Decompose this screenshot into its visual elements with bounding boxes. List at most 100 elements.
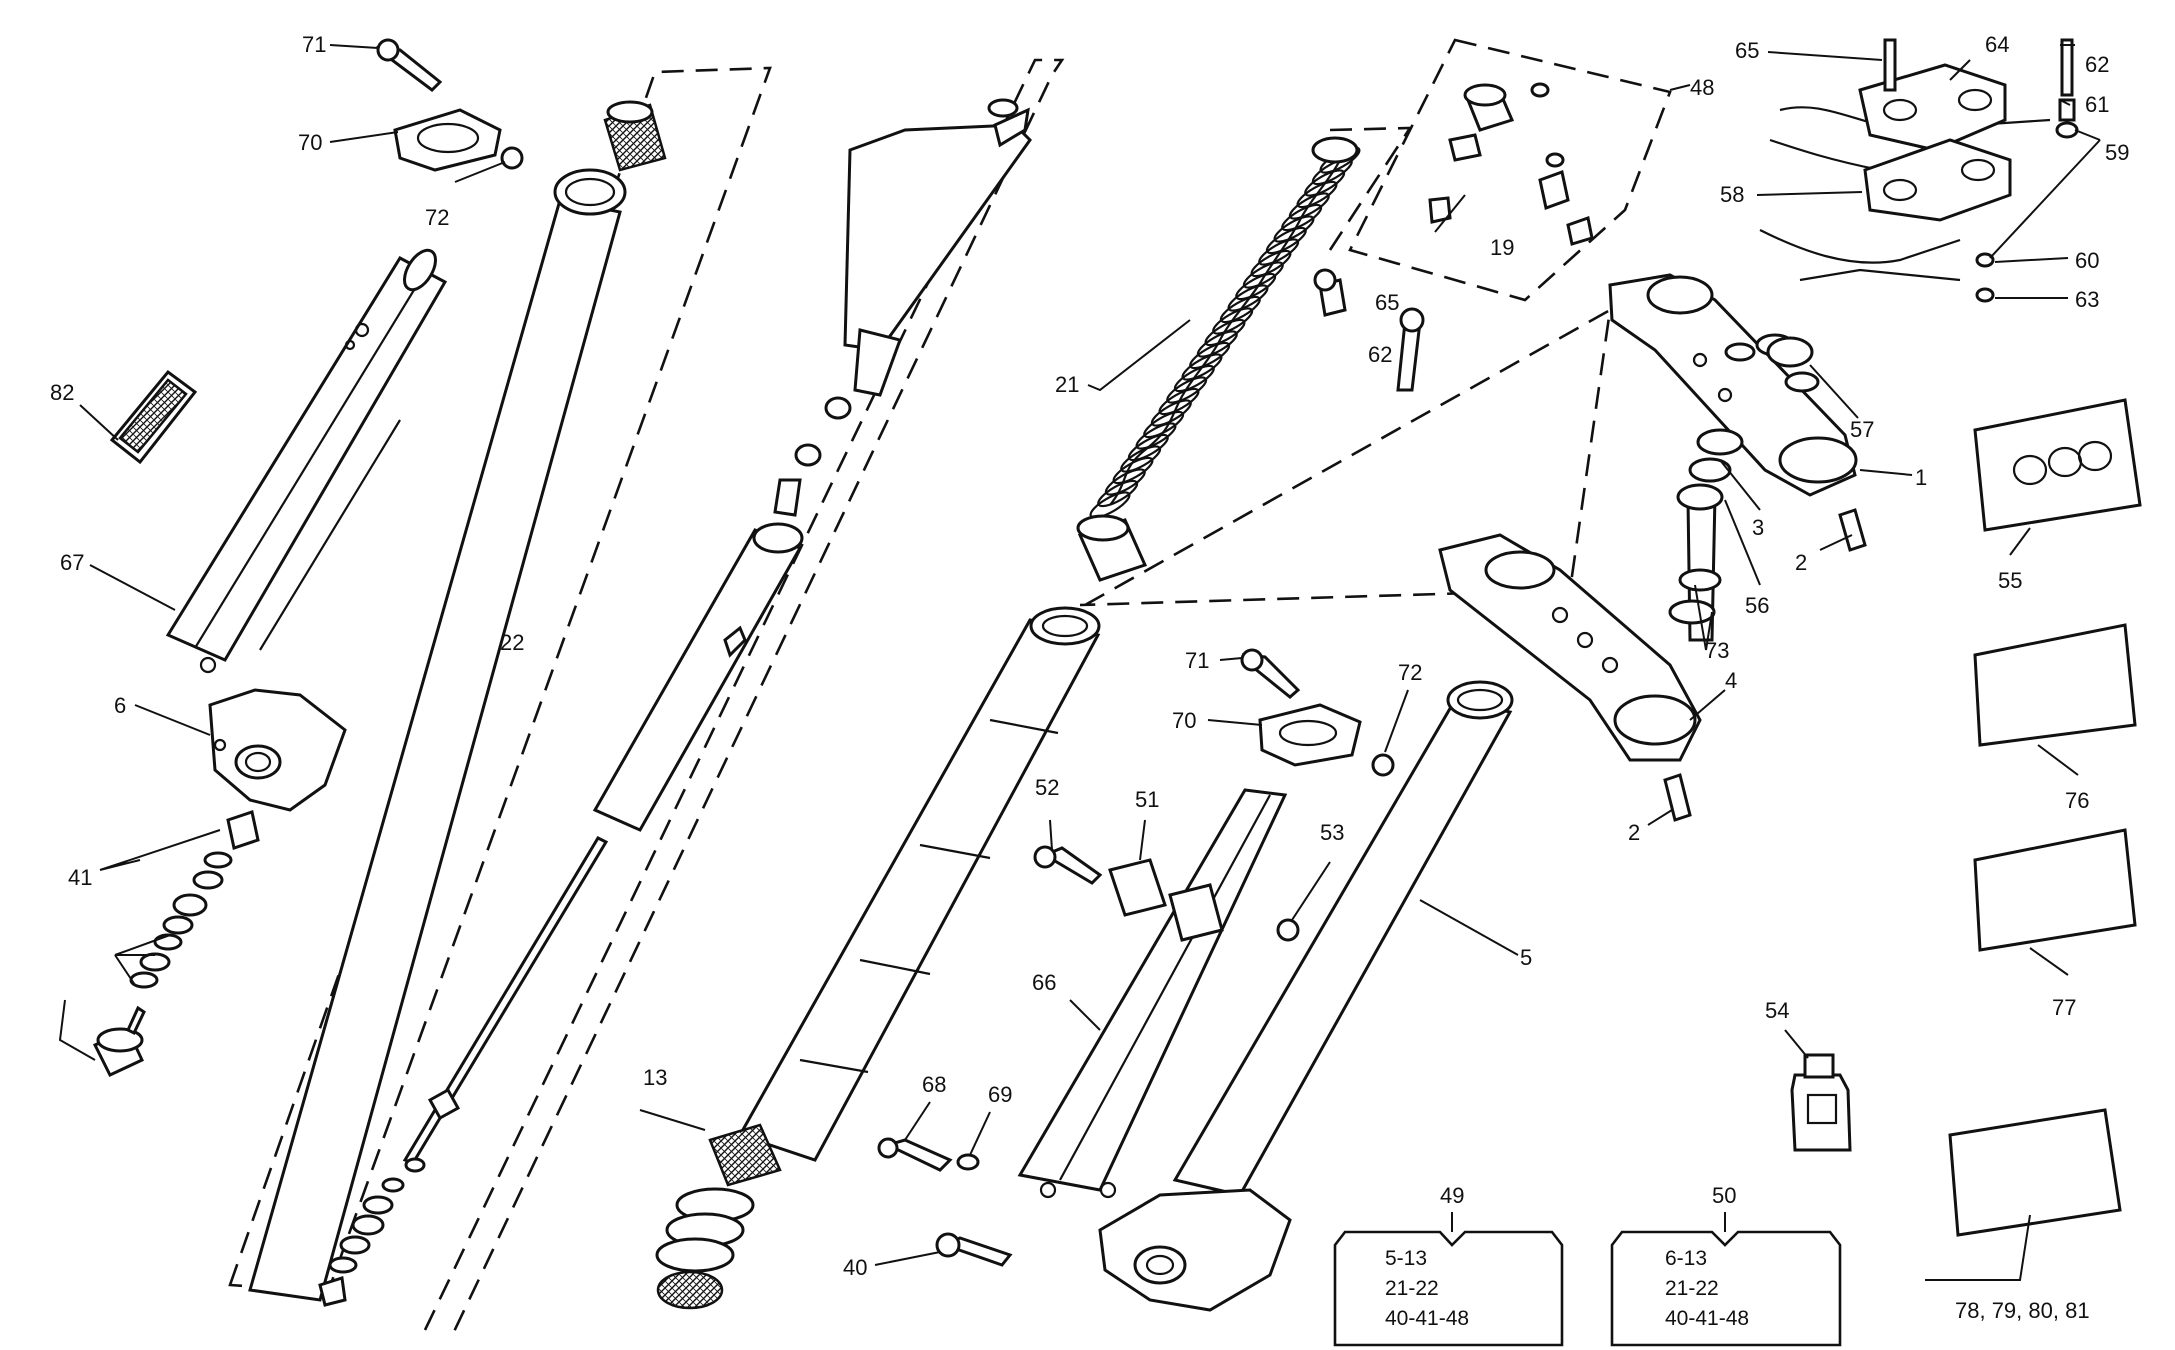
label-54: 54	[1765, 998, 1789, 1023]
label-63: 63	[2075, 287, 2099, 312]
kit-box-50: 50 6-13 21-22 40-41-48	[1610, 1183, 1842, 1347]
bearing-57	[1766, 336, 1814, 368]
handlebar-inset-58-64	[1759, 38, 2079, 303]
label-56: 56	[1745, 593, 1769, 618]
fork-clamp-70-upper	[393, 108, 502, 172]
steering-stem	[1668, 428, 1744, 642]
label-53: 53	[1320, 820, 1344, 845]
kit-50-line-3: 40-41-48	[1665, 1307, 1749, 1330]
clamp-bolt-71-upper	[375, 38, 443, 92]
label-62-mid: 62	[1368, 342, 1392, 367]
valve-parts-41	[92, 810, 260, 1077]
decal-sheet-76	[1973, 623, 2137, 747]
label-69: 69	[988, 1082, 1012, 1107]
fork-stanchion-tube	[248, 168, 627, 1302]
nut-72-lower	[1371, 753, 1395, 777]
label-4: 4	[1725, 668, 1737, 693]
label-51: 51	[1135, 787, 1159, 812]
dashed-group-outline-48	[1348, 38, 1672, 302]
fork-seals-13	[655, 1123, 782, 1310]
decal-sheet-55	[1973, 398, 2142, 532]
label-76: 76	[2065, 788, 2089, 813]
kit-box-49: 49 5-13 21-22 40-41-48	[1333, 1183, 1564, 1347]
bolt-65-mid	[1313, 268, 1347, 317]
reflector-plate-82	[109, 369, 198, 465]
label-61: 61	[2085, 92, 2109, 117]
label-2-top: 2	[1795, 550, 1807, 575]
lower-triple-clamp-4	[1438, 533, 1702, 762]
label-82: 82	[50, 380, 74, 405]
fork-guard-66	[1017, 788, 1288, 1199]
label-68: 68	[922, 1072, 946, 1097]
label-65-top: 65	[1735, 38, 1759, 63]
clamp-nut-72-upper	[500, 146, 524, 170]
part-labels: 71 70 72 82 67 6 41 22 13 21 48 19 65 64…	[50, 32, 2129, 1323]
label-72-lower: 72	[1398, 660, 1422, 685]
damper-rod-body	[592, 522, 804, 832]
bolts-2	[1663, 508, 1867, 822]
fork-stanchion-13	[737, 606, 1101, 1162]
bolts-68-69	[877, 1137, 980, 1172]
label-78-81: 78, 79, 80, 81	[1955, 1298, 2090, 1323]
label-58: 58	[1720, 182, 1744, 207]
label-64: 64	[1985, 32, 2009, 57]
fork-foot-lower	[1098, 1188, 1292, 1312]
kit-49-line-2: 21-22	[1385, 1277, 1439, 1300]
label-62-top: 62	[2085, 52, 2109, 77]
label-70-upper: 70	[298, 130, 322, 155]
label-71-upper: 71	[302, 32, 326, 57]
label-2-bottom: 2	[1628, 820, 1640, 845]
label-60: 60	[2075, 248, 2099, 273]
label-40: 40	[843, 1255, 867, 1280]
label-1: 1	[1915, 465, 1927, 490]
bolt-62-mid	[1396, 307, 1425, 392]
label-57: 57	[1850, 417, 1874, 442]
kit-50-number: 50	[1712, 1183, 1736, 1208]
decal-sheet-78-81	[1948, 1108, 2122, 1237]
bolt-40	[935, 1232, 1013, 1267]
kit-50-line-2: 21-22	[1665, 1277, 1719, 1300]
fork-foot-casting-6	[208, 688, 347, 812]
damper-rod-shaft	[402, 836, 609, 1173]
label-52: 52	[1035, 775, 1059, 800]
label-6: 6	[114, 693, 126, 718]
label-19: 19	[1490, 235, 1514, 260]
label-55: 55	[1998, 568, 2022, 593]
kit-49-number: 49	[1440, 1183, 1464, 1208]
decal-sheet-77	[1973, 828, 2137, 952]
upper-triple-clamp-1	[1608, 273, 1858, 497]
outer-fork-slider-67	[165, 248, 448, 674]
label-66: 66	[1032, 970, 1056, 995]
label-77: 77	[2052, 995, 2076, 1020]
kit-50-line-1: 6-13	[1665, 1247, 1707, 1270]
leader-lines	[58, 44, 2101, 1281]
kit-49-line-1: 5-13	[1385, 1247, 1427, 1270]
fender-bracket-51	[1033, 845, 1300, 942]
valve-assembly-48	[1428, 82, 1594, 246]
dashed-group-outline-mid	[423, 58, 1065, 1341]
label-70-lower: 70	[1172, 708, 1196, 733]
damper-cartridge-tube	[843, 98, 1032, 397]
label-41: 41	[68, 865, 92, 890]
fork-spring-21	[1076, 136, 1361, 582]
label-59: 59	[2105, 140, 2129, 165]
label-71-lower: 71	[1185, 648, 1209, 673]
damper-small-parts	[773, 396, 852, 517]
label-73: 73	[1705, 638, 1729, 663]
oil-bottle-54	[1790, 1053, 1852, 1152]
label-5: 5	[1520, 945, 1532, 970]
clamp-70-lower	[1258, 703, 1362, 767]
label-65-mid: 65	[1375, 290, 1399, 315]
fork-slider-5	[1172, 680, 1514, 1197]
kit-49-line-3: 40-41-48	[1385, 1307, 1469, 1330]
label-3: 3	[1752, 515, 1764, 540]
label-22: 22	[500, 630, 524, 655]
dashed-group-outline-spring	[1079, 126, 1612, 607]
label-21: 21	[1055, 372, 1079, 397]
label-48: 48	[1690, 75, 1714, 100]
dust-seal-top	[603, 100, 667, 172]
label-13: 13	[643, 1065, 667, 1090]
cartridge-lower-parts	[318, 1177, 405, 1307]
label-67: 67	[60, 550, 84, 575]
